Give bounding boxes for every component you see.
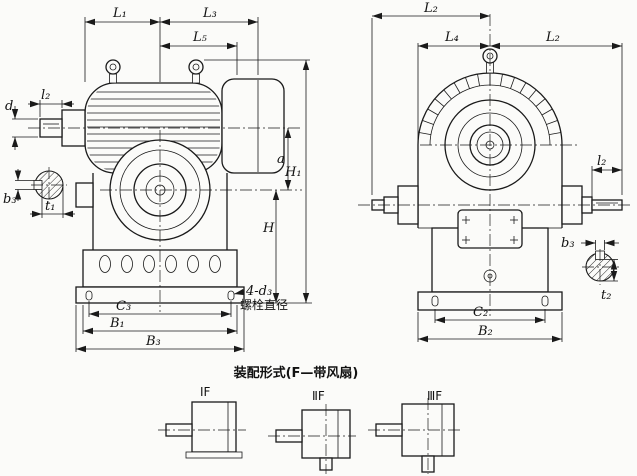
variant-label: ⅢF [427, 389, 442, 403]
dim-t1: t₁ [30, 187, 75, 218]
svg-text:l₂: l₂ [597, 154, 606, 169]
input-shaft-key-section [31, 167, 67, 203]
svg-text:L₅: L₅ [192, 30, 208, 45]
svg-text:螺栓直径: 螺栓直径 [240, 297, 288, 312]
dim-l2-input: l₂ [28, 88, 74, 117]
svg-text:L₄: L₄ [444, 30, 459, 45]
dim-C2: C₂ [434, 305, 546, 324]
bolt-diameter-note: 4-d₃ 螺栓直径 [233, 284, 288, 312]
dim-H1: H₁ [204, 59, 310, 303]
dim-L4: L₄ [417, 30, 490, 142]
svg-text:C₃: C₃ [116, 299, 131, 314]
svg-text:b₃: b₃ [3, 192, 17, 207]
lifting-eyebolt [105, 59, 121, 84]
svg-text:b₃: b₃ [561, 236, 575, 251]
dim-H: H [246, 190, 312, 304]
svg-text:H₁: H₁ [284, 165, 302, 180]
dim-b3-right: b₃ [561, 236, 619, 251]
svg-text:L₂: L₂ [423, 1, 438, 16]
variant-label: ⅡF [312, 389, 325, 403]
variant-label: ⅠF [200, 385, 211, 399]
svg-text:t₁: t₁ [45, 199, 55, 214]
svg-text:4-d₃: 4-d₃ [245, 284, 272, 299]
dim-t2: t₂ [600, 259, 618, 303]
dim-L1: L₁ [84, 6, 161, 82]
cover-screws [462, 216, 518, 244]
dim-L3: L₃ [160, 6, 259, 75]
svg-text:L₁: L₁ [112, 6, 127, 21]
dim-B3: B₃ [75, 305, 245, 353]
dim-b3-left: b₃ [3, 169, 34, 207]
dim-d: d [5, 99, 38, 150]
assembly-variant-1: ⅠF [158, 385, 246, 459]
foot-bolt-hole [541, 295, 549, 307]
svg-text:d: d [5, 99, 13, 114]
left-view: L₁ L₃ L₅ l₂ d [3, 6, 312, 353]
svg-text:B₁: B₁ [109, 316, 125, 331]
assembly-section: 装配形式(F—带风扇) ⅠF ⅡF ⅢF [158, 365, 460, 474]
dim-C3: C₃ [88, 299, 232, 318]
dim-L2-top: L₂ [371, 1, 490, 195]
foot-bolt-hole [85, 290, 93, 301]
right-view: L₂ L₄ L₂ l₂ b₃ [358, 1, 630, 343]
dim-B2: B₂ [417, 312, 563, 343]
dim-l2-output: l₂ [591, 154, 622, 198]
dim-B1: B₁ [82, 305, 238, 335]
assembly-title: 装配形式(F—带风扇) [233, 365, 359, 381]
svg-text:L₃: L₃ [202, 6, 217, 21]
svg-text:H: H [262, 221, 275, 236]
svg-text:L₂: L₂ [545, 30, 560, 45]
assembly-variant-3: ⅢF [368, 389, 460, 474]
foot-bolt-hole [227, 290, 235, 301]
fan-cover [221, 78, 285, 174]
lifting-eyebolt [188, 59, 204, 84]
svg-text:B₃: B₃ [145, 334, 161, 349]
radial-fins [419, 73, 561, 135]
svg-text:C₂: C₂ [473, 305, 488, 320]
dim-L5: L₅ [160, 30, 238, 75]
foot-bolt-hole [431, 295, 439, 307]
dim-a: a [277, 128, 292, 190]
assembly-variant-2: ⅡF [268, 389, 356, 474]
svg-text:a: a [277, 152, 285, 167]
svg-text:l₂: l₂ [41, 88, 50, 103]
svg-text:t₂: t₂ [601, 288, 611, 303]
svg-text:B₂: B₂ [477, 324, 493, 339]
